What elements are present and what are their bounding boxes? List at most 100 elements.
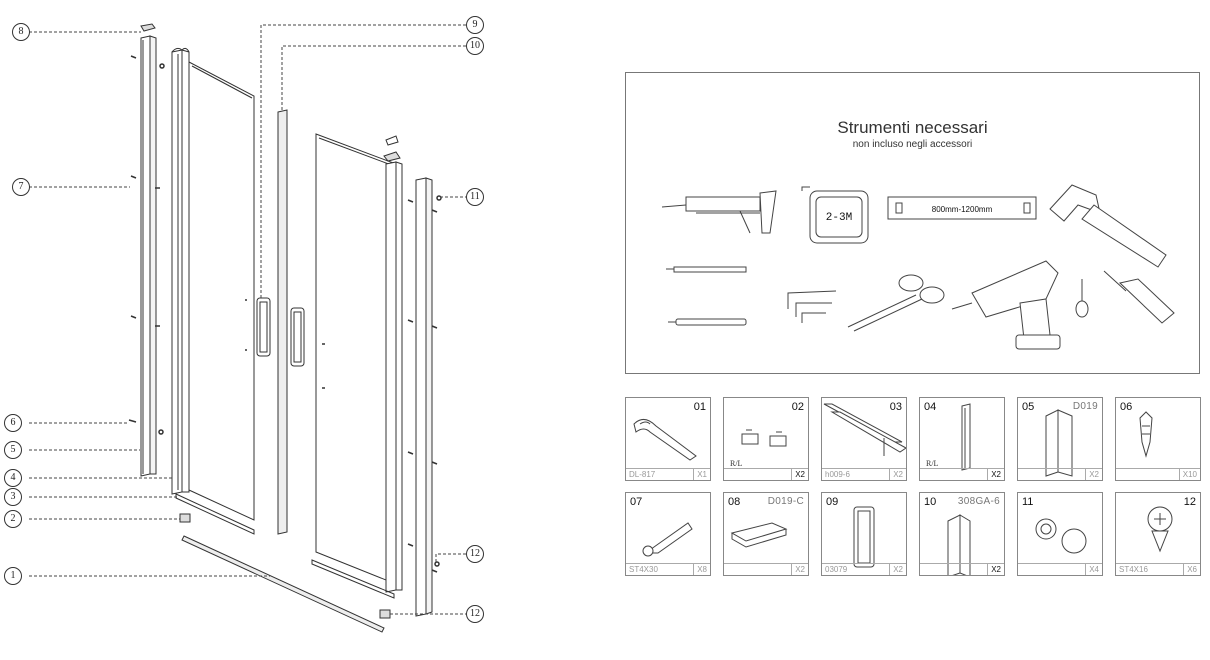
glass-panel-right — [315, 133, 397, 585]
part-quantity: X2 — [889, 564, 903, 575]
part-number: 07 — [630, 496, 643, 508]
magnetic-seal-strip — [277, 109, 288, 535]
part-footer: 03079 X2 — [822, 563, 906, 575]
part-quantity: X1 — [693, 469, 707, 480]
part-quantity: X4 — [1085, 564, 1099, 575]
caulking-gun-icon — [661, 190, 777, 234]
drill-bit-icon — [666, 266, 747, 273]
hinge-profile-left — [171, 47, 190, 495]
callout-10: 10 — [466, 37, 484, 55]
wall-screws-left — [128, 55, 325, 435]
part-quantity: X8 — [693, 564, 707, 575]
allen-keys-icon — [787, 290, 837, 323]
leader-lines — [29, 24, 466, 615]
part-06-drawing — [1139, 411, 1153, 458]
part-05-drawing — [1045, 409, 1073, 477]
handle-right — [290, 307, 305, 367]
callout-6: 6 — [4, 414, 22, 432]
part-code: 308GA-6 — [957, 496, 1000, 507]
part-quantity: X2 — [987, 469, 1001, 480]
part-code: D019-C — [767, 496, 804, 507]
wall-screws-right — [407, 195, 442, 573]
handle-left — [256, 297, 271, 357]
tape-measure-icon: 2-3M — [801, 186, 869, 244]
chisel-bit-icon — [668, 318, 747, 326]
part-02-drawing — [741, 429, 787, 447]
part-footer: X10 — [1116, 468, 1200, 480]
part-07-drawing — [642, 522, 693, 557]
callout-12-bottom: 12 — [466, 605, 484, 623]
part-footer: X2 — [724, 468, 808, 480]
part-side-label: R/L — [926, 459, 939, 468]
floor-guide-left — [179, 513, 191, 523]
svg-text:800mm-1200mm: 800mm-1200mm — [932, 205, 993, 214]
part-quantity: X2 — [791, 469, 805, 480]
part-footer: ST4X16 X6 — [1116, 563, 1200, 575]
callout-2: 2 — [4, 510, 22, 528]
part-number: 10 — [924, 496, 937, 508]
callout-4: 4 — [4, 469, 22, 487]
part-footer-code: 03079 — [825, 565, 848, 574]
part-footer: DL-817 X1 — [626, 468, 710, 480]
tools-subtitle: non incluso negli accessori — [852, 139, 973, 150]
bottom-seal-right — [311, 559, 395, 599]
threshold-strip — [181, 535, 385, 633]
part-quantity: X2 — [791, 564, 805, 575]
part-01-drawing — [633, 419, 697, 461]
part-03: 03 h009-6 X2 — [821, 397, 907, 481]
part-number: 01 — [693, 401, 706, 413]
part-number: 12 — [1183, 496, 1196, 508]
part-footer: X2 — [920, 468, 1004, 480]
part-12-drawing — [1147, 506, 1173, 553]
exploded-assembly-diagram — [29, 23, 466, 633]
hinge-profile-right — [383, 135, 403, 593]
part-quantity: X6 — [1183, 564, 1197, 575]
callout-8: 8 — [12, 23, 30, 41]
glass-panel-left — [188, 61, 255, 521]
floor-guide-right — [379, 609, 391, 619]
scissors-icon — [847, 274, 945, 332]
part-footer: h009-6 X2 — [822, 468, 906, 480]
part-footer-code: ST4X16 — [1119, 565, 1148, 574]
part-footer-code: DL-817 — [629, 470, 656, 479]
part-03-drawing — [823, 403, 906, 456]
svg-text:2-3M: 2-3M — [826, 212, 852, 224]
part-footer-code: ST4X30 — [629, 565, 658, 574]
part-number: 05 — [1022, 401, 1035, 413]
tools-title: Strumenti necessari — [837, 118, 988, 137]
part-08-drawing — [730, 522, 788, 548]
part-number: 03 — [889, 401, 902, 413]
part-footer: X2 — [724, 563, 808, 575]
callout-9: 9 — [466, 16, 484, 34]
hammer-icon — [1049, 184, 1167, 268]
callout-1: 1 — [4, 567, 22, 585]
part-number: 02 — [791, 401, 804, 413]
callout-7: 7 — [12, 178, 30, 196]
right-wall-profile — [415, 177, 433, 617]
left-wall-profile — [140, 35, 157, 477]
part-side-label: R/L — [730, 459, 743, 468]
part-quantity: X2 — [889, 469, 903, 480]
callout-3: 3 — [4, 488, 22, 506]
part-footer: ST4X30 X8 — [626, 563, 710, 575]
callout-11: 11 — [466, 188, 484, 206]
part-number: 04 — [924, 401, 937, 413]
part-quantity: X2 — [987, 564, 1001, 575]
spirit-level-icon: 800mm-1200mm — [887, 196, 1037, 220]
part-number: 08 — [728, 496, 741, 508]
anchor-icon — [1075, 279, 1089, 318]
part-footer-code: h009-6 — [825, 470, 850, 479]
part-quantity: X10 — [1178, 469, 1197, 480]
power-drill-icon — [951, 260, 1061, 350]
part-footer: X2 — [1018, 468, 1102, 480]
callout-12-top: 12 — [466, 545, 484, 563]
